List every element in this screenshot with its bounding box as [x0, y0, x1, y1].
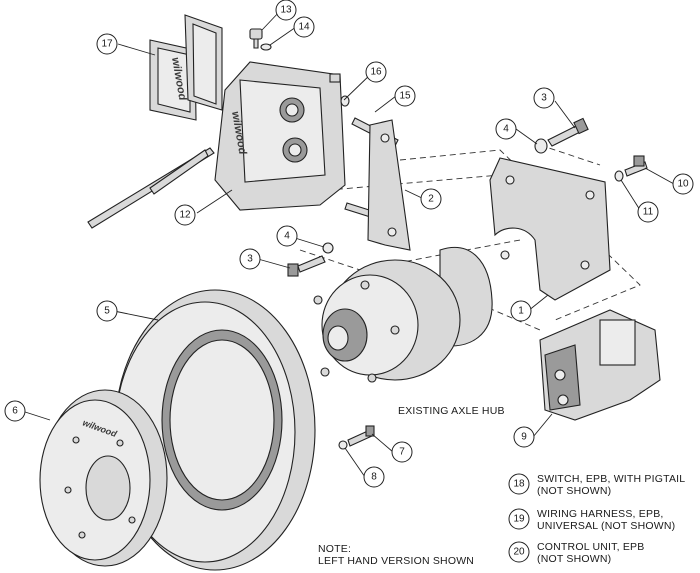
callout-15: 15 — [394, 85, 416, 107]
svg-text:12: 12 — [179, 210, 191, 221]
svg-text:6: 6 — [12, 406, 18, 417]
legend: 18 SWITCH, EPB, WITH PIGTAIL (NOT SHOWN)… — [508, 473, 685, 565]
hat-bolt — [338, 425, 375, 450]
svg-text:8: 8 — [371, 472, 377, 483]
callout-10: 10 — [672, 173, 694, 195]
svg-text:WIRING HARNESS, EPB,: WIRING HARNESS, EPB, — [537, 508, 664, 520]
callouts: 1 2 3 3 4 4 5 6 7 8 9 10 11 12 13 14 15 … — [4, 0, 694, 488]
svg-text:CONTROL UNIT, EPB: CONTROL UNIT, EPB — [537, 541, 644, 553]
callout-16: 16 — [365, 61, 387, 83]
svg-text:20: 20 — [513, 547, 525, 558]
legend-item-20: 20 CONTROL UNIT, EPB (NOT SHOWN) — [508, 541, 644, 565]
axle-hub — [313, 246, 493, 383]
svg-text:SWITCH, EPB, WITH PIGTAIL: SWITCH, EPB, WITH PIGTAIL — [537, 473, 685, 485]
callout-7: 7 — [391, 441, 413, 463]
callout-11: 11 — [637, 201, 659, 223]
caliper: wilwood — [214, 61, 346, 211]
callout-4-right: 4 — [495, 118, 517, 140]
svg-text:3: 3 — [541, 93, 547, 104]
callout-3-left: 3 — [239, 248, 261, 270]
svg-text:9: 9 — [521, 432, 527, 443]
callout-1: 1 — [510, 300, 532, 322]
bracket-bolt-lower — [287, 242, 334, 277]
svg-text:2: 2 — [428, 194, 434, 205]
hub-label: EXISTING AXLE HUB — [398, 405, 505, 417]
bracket-bolt-upper — [534, 117, 589, 154]
legend-item-18: 18 SWITCH, EPB, WITH PIGTAIL (NOT SHOWN) — [508, 473, 685, 497]
svg-text:7: 7 — [399, 447, 405, 458]
callout-2: 2 — [420, 188, 442, 210]
svg-text:18: 18 — [513, 479, 525, 490]
svg-text:11: 11 — [643, 207, 654, 218]
callout-8: 8 — [363, 466, 385, 488]
small-screw — [614, 155, 648, 182]
caliper-pins — [87, 147, 215, 229]
svg-text:5: 5 — [104, 306, 110, 317]
svg-text:(NOT SHOWN): (NOT SHOWN) — [537, 553, 611, 565]
epb-actuator — [539, 309, 661, 421]
callout-13: 13 — [275, 0, 297, 21]
svg-text:4: 4 — [503, 124, 509, 135]
svg-text:3: 3 — [247, 254, 253, 265]
bleeder-screw — [249, 28, 272, 51]
callout-14: 14 — [293, 16, 315, 38]
svg-text:14: 14 — [298, 22, 310, 33]
svg-text:4: 4 — [284, 231, 290, 242]
brake-pads: wilwood — [149, 14, 223, 121]
caliper-nut — [329, 73, 350, 107]
legend-item-19: 19 WIRING HARNESS, EPB, UNIVERSAL (NOT S… — [508, 508, 675, 532]
note-text: LEFT HAND VERSION SHOWN — [318, 555, 474, 567]
svg-text:19: 19 — [513, 514, 525, 525]
callout-12: 12 — [174, 204, 196, 226]
callout-4-left: 4 — [276, 225, 298, 247]
svg-text:16: 16 — [370, 67, 382, 78]
svg-text:UNIVERSAL (NOT SHOWN): UNIVERSAL (NOT SHOWN) — [537, 520, 675, 532]
svg-text:13: 13 — [280, 5, 292, 16]
svg-text:17: 17 — [101, 39, 113, 50]
note-title: NOTE: — [318, 543, 351, 555]
svg-text:1: 1 — [518, 306, 524, 317]
callout-17: 17 — [96, 33, 118, 55]
note-block: NOTE: LEFT HAND VERSION SHOWN — [318, 543, 474, 567]
svg-text:10: 10 — [677, 179, 689, 190]
rotor-hat: wilwood — [39, 389, 168, 567]
callout-6: 6 — [4, 400, 26, 422]
caliper-bracket — [367, 119, 411, 251]
callout-9: 9 — [513, 426, 535, 448]
callout-3-right: 3 — [533, 87, 555, 109]
mounting-bracket — [489, 157, 611, 301]
svg-text:15: 15 — [399, 91, 411, 102]
leader-lines — [21, 9, 675, 478]
callout-5: 5 — [96, 300, 118, 322]
svg-text:(NOT SHOWN): (NOT SHOWN) — [537, 485, 611, 497]
